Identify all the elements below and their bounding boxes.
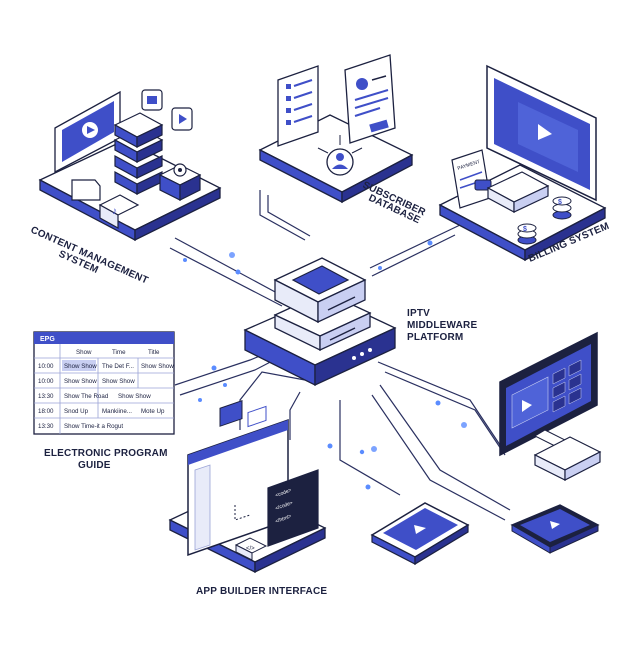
epg-header-title: Title: [148, 349, 160, 356]
epg-cell: Snod Up: [64, 408, 89, 415]
smart-tv-node: [499, 331, 602, 481]
svg-text:$: $: [523, 226, 527, 233]
epg-title: EPG: [40, 336, 55, 343]
phone-play-icon: [550, 521, 560, 529]
epg-cell: 10:00: [38, 378, 54, 385]
epg-cell: 13:30: [38, 423, 54, 430]
epg-cell: 10:00: [38, 363, 54, 370]
epg-cell: Show The Road: [64, 393, 109, 400]
connection-lines: [169, 190, 511, 521]
epg-cell: Show Show: [64, 363, 97, 370]
credit-card-icon: [474, 179, 492, 191]
tablet-play-icon: [414, 525, 426, 534]
epg-cell: Show Time-it a Rogut: [64, 423, 123, 430]
epg-cell: Show Show: [141, 363, 174, 370]
tablet-node: [370, 502, 470, 566]
epg-cell: Show Show: [118, 393, 151, 400]
music-note-icon: ♪: [112, 206, 117, 217]
code-panel: [267, 469, 319, 547]
epg-cell: Show Show: [102, 378, 135, 385]
epg-cell: The Det F...: [102, 363, 134, 370]
epg-header-show: Show: [76, 349, 92, 356]
signal-dots: [183, 240, 467, 490]
middleware-label-line1: IPTV: [407, 308, 430, 319]
billing-system-node: PAYMENT $ $: [438, 64, 607, 262]
epg-cell: 18:00: [38, 408, 54, 415]
epg-table: EPG Show Time Title 10:00 Show Show The …: [33, 331, 175, 435]
app-builder-label: APP BUILDER INTERFACE: [196, 586, 327, 597]
app-builder-node: <code> </code> </html> </>: [168, 400, 327, 574]
epg-label-line2: GUIDE: [78, 460, 111, 471]
code-line: </html>: [275, 514, 293, 525]
folder-icon: [71, 179, 101, 201]
form-document-icon: [277, 65, 319, 147]
smartphone-node: [510, 504, 600, 554]
epg-cell: Mankiine...: [102, 408, 132, 415]
epg-cell: 13:30: [38, 393, 54, 400]
code-brackets-icon: </>: [246, 546, 255, 552]
cms-server-stack: [113, 112, 164, 196]
epg-label-line1: ELECTRONIC PROGRAM: [44, 448, 168, 459]
middleware-label-line3: PLATFORM: [407, 332, 463, 343]
code-line: </code>: [275, 500, 294, 512]
user-icon: [326, 148, 354, 176]
subscriber-database-node: [258, 54, 414, 204]
code-line: <code>: [275, 488, 293, 499]
coins-icon: $ $: [517, 196, 572, 245]
svg-text:$: $: [558, 199, 562, 206]
content-management-node: ♪: [38, 89, 222, 242]
middleware-label-line2: MIDDLEWARE: [407, 320, 477, 331]
middleware-platform-node: [243, 257, 397, 387]
epg-cell: Show Show: [64, 378, 97, 385]
drag-block: [219, 400, 243, 427]
epg-cell: Mote Up: [141, 408, 165, 415]
epg-header-time: Time: [112, 349, 126, 356]
